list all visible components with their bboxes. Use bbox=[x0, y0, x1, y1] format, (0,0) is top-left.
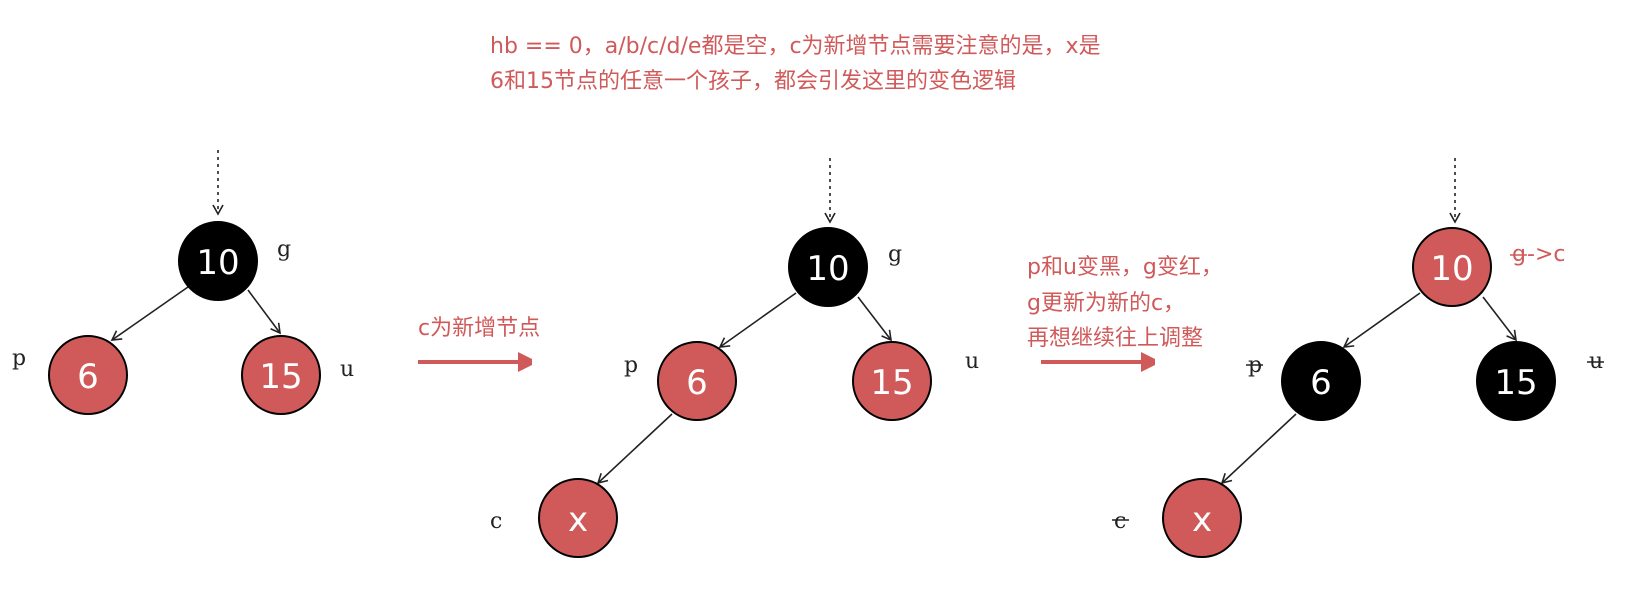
label-g-new: ->c bbox=[1527, 242, 1565, 267]
transition-arrow-1: c为新增节点 bbox=[418, 316, 540, 362]
node-u bbox=[852, 341, 932, 421]
node-p bbox=[1281, 341, 1361, 421]
node-p bbox=[48, 335, 128, 415]
node-g bbox=[1412, 227, 1492, 307]
node-u bbox=[241, 335, 321, 415]
edge-p-x bbox=[1220, 413, 1297, 485]
edge-g-u bbox=[857, 296, 893, 342]
label-g: g bbox=[277, 237, 291, 262]
node-p bbox=[657, 341, 737, 421]
edge-g-p bbox=[718, 292, 797, 348]
arrow-2-label-line-2: g更新为新的c， bbox=[1027, 291, 1185, 316]
node-u-value: 15 bbox=[870, 363, 913, 403]
label-u: u bbox=[965, 349, 979, 374]
node-x bbox=[1162, 478, 1242, 558]
panel-2: 10 6 15 x g p u c bbox=[490, 158, 979, 558]
node-g-value: 10 bbox=[196, 243, 239, 283]
arrow-1-label: c为新增节点 bbox=[418, 316, 540, 341]
node-x bbox=[538, 478, 618, 558]
node-u-value: 15 bbox=[1494, 363, 1537, 403]
node-g bbox=[788, 227, 868, 307]
node-g-value: 10 bbox=[1430, 249, 1473, 289]
label-p: p bbox=[624, 353, 638, 378]
node-u bbox=[1476, 341, 1556, 421]
arrow-2-label-line-3: 再想继续往上调整 bbox=[1027, 326, 1203, 351]
panel-3: 10 6 15 x g ->c p u c bbox=[1112, 158, 1604, 558]
node-u-value: 15 bbox=[259, 357, 302, 397]
note-line-1: hb == 0，a/b/c/d/e都是空，c为新增节点需要注意的是，x是 bbox=[490, 34, 1101, 59]
label-p: p bbox=[12, 346, 26, 371]
node-x-value: x bbox=[1192, 500, 1212, 540]
transition-arrow-2: p和u变黑，g变红， g更新为新的c， 再想继续往上调整 bbox=[1027, 255, 1223, 362]
node-g bbox=[178, 221, 258, 301]
arrow-2-label-line-1: p和u变黑，g变红， bbox=[1027, 255, 1223, 280]
note-line-2: 6和15节点的任意一个孩子，都会引发这里的变色逻辑 bbox=[490, 69, 1016, 94]
panel-1: 10 6 15 g p u bbox=[12, 150, 354, 415]
edge-g-p bbox=[110, 286, 189, 341]
node-p-value: 6 bbox=[686, 363, 708, 403]
node-p-value: 6 bbox=[1310, 363, 1332, 403]
label-u: u bbox=[340, 357, 354, 382]
label-c: c bbox=[490, 509, 502, 534]
edge-p-x bbox=[596, 413, 673, 485]
node-g-value: 10 bbox=[806, 249, 849, 289]
node-x-value: x bbox=[568, 500, 588, 540]
label-c-struck: c bbox=[1114, 509, 1126, 534]
edge-g-p bbox=[1342, 292, 1421, 348]
edge-g-u bbox=[247, 289, 281, 335]
edge-g-u bbox=[1482, 296, 1518, 342]
node-p-value: 6 bbox=[77, 357, 99, 397]
label-g: g bbox=[888, 242, 902, 267]
